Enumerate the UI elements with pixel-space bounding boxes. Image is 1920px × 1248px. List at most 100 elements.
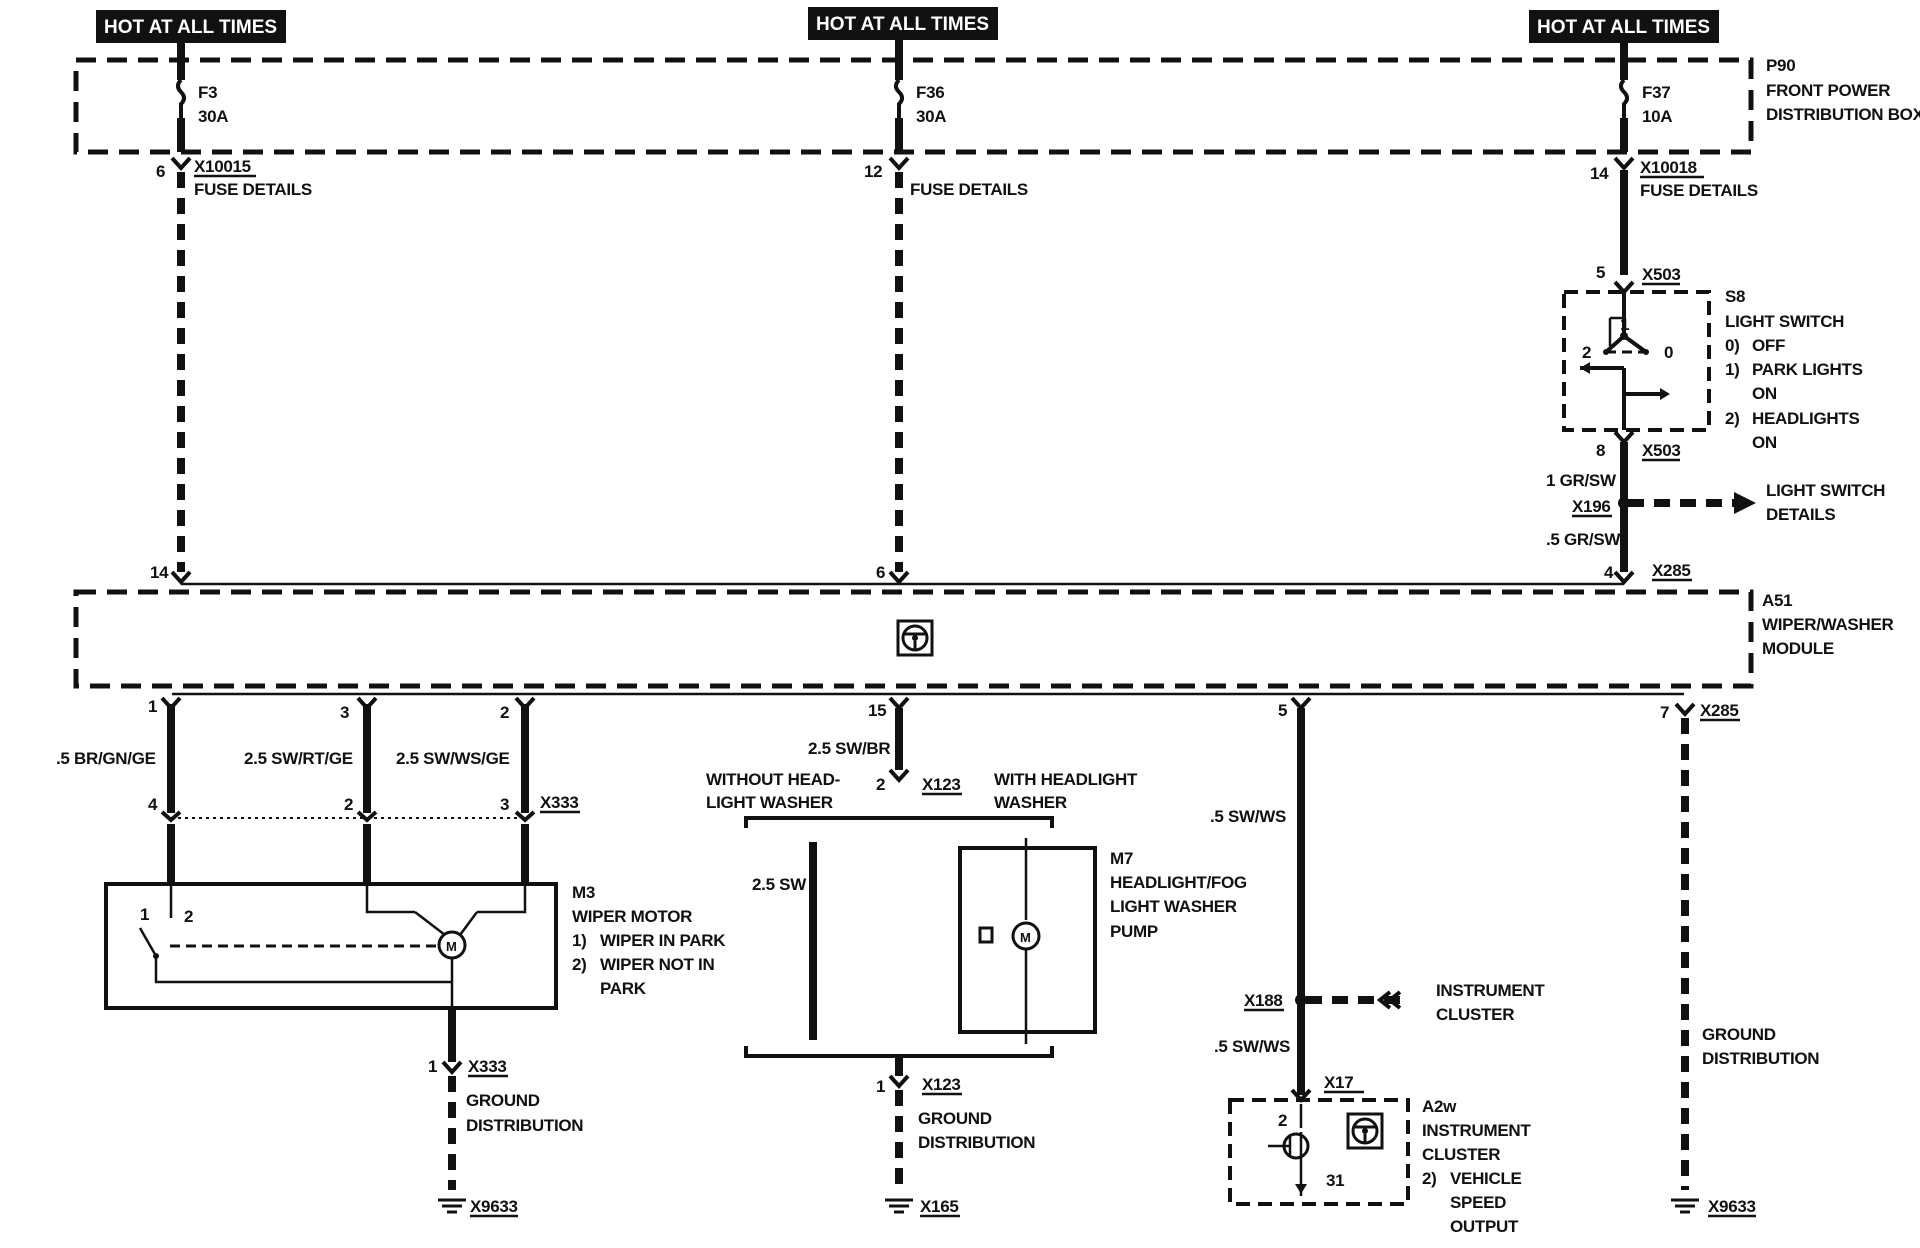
instrument-cluster-box — [1228, 1098, 1410, 1206]
wiper-wire-a: .5 BR/GN/GE — [56, 749, 156, 768]
cluster-ref-line2: CLUSTER — [1436, 1005, 1514, 1024]
wiper-item1: WIPER IN PARK — [600, 931, 726, 950]
cluster-wire2: .5 SW/WS — [1214, 1037, 1290, 1056]
wiper-contact-1: 1 — [140, 905, 149, 924]
switch-name: S8 — [1725, 287, 1745, 306]
fuse-f36-icon — [894, 78, 904, 118]
wiper-ground-line1: GROUND — [466, 1091, 540, 1110]
fuse-f37-rating: 10A — [1642, 107, 1672, 126]
splice-x196: X196 — [1572, 497, 1611, 516]
washer-motor-symbol: M — [1020, 930, 1031, 945]
switch-pos1-text2: ON — [1752, 384, 1777, 403]
washer-wire-top: 2.5 SW/BR — [808, 739, 890, 758]
hot-label-middle: HOT AT ALL TIMES — [808, 7, 998, 40]
cluster-steering-icon — [1346, 1112, 1384, 1150]
arrow-right-icon — [1734, 492, 1756, 514]
washer-connector: X123 — [922, 775, 961, 794]
fuse-f36-details: FUSE DETAILS — [910, 180, 1028, 199]
module-steering-icon — [896, 619, 934, 657]
module-pin-1: 1 — [148, 697, 157, 716]
wiper-item1-num: 1) — [572, 931, 587, 950]
module-top-pin-6: 6 — [876, 563, 885, 582]
wiper-item2-num: 2) — [572, 955, 587, 974]
module-pin-3: 3 — [340, 703, 349, 722]
switch-pin-top: 5 — [1596, 263, 1605, 282]
washer-ground-pin: 1 — [876, 1077, 885, 1096]
washer-pin: 2 — [876, 775, 885, 794]
fuse-f36-name: F36 — [916, 83, 944, 102]
washer-pump-line1: HEADLIGHT/FOG — [1110, 873, 1247, 892]
switch-pos0-num: 0) — [1725, 336, 1740, 355]
light-switch-details-line2: DETAILS — [1766, 505, 1835, 524]
cluster-item1: VEHICLE — [1450, 1169, 1522, 1188]
washer-without-line2: LIGHT WASHER — [706, 793, 833, 812]
fuse-f37-icon — [1619, 78, 1629, 118]
fuse-f3-rating: 30A — [198, 107, 228, 126]
washer-without-line1: WITHOUT HEAD- — [706, 770, 840, 789]
light-switch-box — [1562, 290, 1711, 432]
fuse-f3-icon — [176, 78, 186, 118]
fuse-f3-name: F3 — [198, 83, 217, 102]
wiper-motor-name: M3 — [572, 883, 595, 902]
switch-connector-top: X503 — [1642, 265, 1681, 284]
cluster-wire1: .5 SW/WS — [1210, 807, 1286, 826]
splice-x188: X188 — [1244, 991, 1283, 1010]
switch-pos0-text: OFF — [1752, 336, 1785, 355]
switch-title: LIGHT SWITCH — [1725, 312, 1844, 331]
fuse-f37-details: FUSE DETAILS — [1640, 181, 1758, 200]
ground-right-point: X9633 — [1708, 1197, 1756, 1216]
wiper-item2: WIPER NOT IN — [600, 955, 714, 974]
hot-label-right: HOT AT ALL TIMES — [1529, 10, 1719, 43]
ground-icon — [885, 1198, 913, 1214]
cluster-title2: CLUSTER — [1422, 1145, 1500, 1164]
wiper-motor-box — [104, 882, 558, 1010]
wiper-ground-point: X9633 — [470, 1197, 518, 1216]
switch-pos1-num: 1) — [1725, 360, 1740, 379]
washer-pump-line3: PUMP — [1110, 922, 1158, 941]
wiper-ground-pin: 1 — [428, 1057, 437, 1076]
washer-ground-point: X165 — [920, 1197, 959, 1216]
wiper-motor-symbol: M — [446, 939, 457, 954]
wiper-pin-c: 3 — [500, 795, 509, 814]
module-line1: WIPER/WASHER — [1762, 615, 1893, 634]
module-top-pin-4: 4 — [1604, 563, 1614, 582]
washer-with-line1: WITH HEADLIGHT — [994, 770, 1138, 789]
ground-right-line2: DISTRIBUTION — [1702, 1049, 1819, 1068]
ground-icon — [438, 1198, 466, 1214]
washer-ground-line2: DISTRIBUTION — [918, 1133, 1035, 1152]
wiper-pin-b: 2 — [344, 795, 353, 814]
wiper-wire-c: 2.5 SW/WS/GE — [396, 749, 510, 768]
module-name: A51 — [1762, 591, 1792, 610]
cluster-ref-line1: INSTRUMENT — [1436, 981, 1545, 1000]
washer-wire-left: 2.5 SW — [752, 875, 807, 894]
washer-pump-line2: LIGHT WASHER — [1110, 897, 1237, 916]
switch-connector-bottom: X503 — [1642, 441, 1681, 460]
ground-icon — [1671, 1198, 1699, 1214]
washer-with-line2: WASHER — [994, 793, 1067, 812]
fuse-f37-pin: 14 — [1590, 164, 1609, 183]
cluster-item3: OUTPUT — [1450, 1217, 1519, 1236]
module-top-pin-14: 14 — [150, 563, 169, 582]
fuse-f37-name: F37 — [1642, 83, 1670, 102]
cluster-item2: SPEED — [1450, 1193, 1506, 1212]
fuse-f36-rating: 30A — [916, 107, 946, 126]
wiper-connector: X333 — [540, 793, 579, 812]
switch-contact-0: 0 — [1664, 343, 1673, 362]
module-pin-5: 5 — [1278, 701, 1287, 720]
washer-pump-name: M7 — [1110, 849, 1133, 868]
wiper-wire-b: 2.5 SW/RT/GE — [244, 749, 353, 768]
switch-pin-bottom: 8 — [1596, 441, 1605, 460]
wiper-washer-module — [73, 589, 1754, 689]
module-pin-7: 7 — [1660, 703, 1669, 722]
power-box-line1: FRONT POWER — [1766, 81, 1890, 100]
module-pin-7-connector: X285 — [1700, 701, 1739, 720]
wiper-ground-connector: X333 — [468, 1057, 507, 1076]
hot-label-middle-text: HOT AT ALL TIMES — [816, 14, 989, 35]
wiper-contact-2: 2 — [184, 907, 193, 926]
cluster-pin-31: 31 — [1326, 1171, 1344, 1190]
power-box-name: P90 — [1766, 56, 1795, 75]
washer-ground-line1: GROUND — [918, 1109, 992, 1128]
module-pin-15: 15 — [868, 701, 886, 720]
washer-ground-connector: X123 — [922, 1075, 961, 1094]
